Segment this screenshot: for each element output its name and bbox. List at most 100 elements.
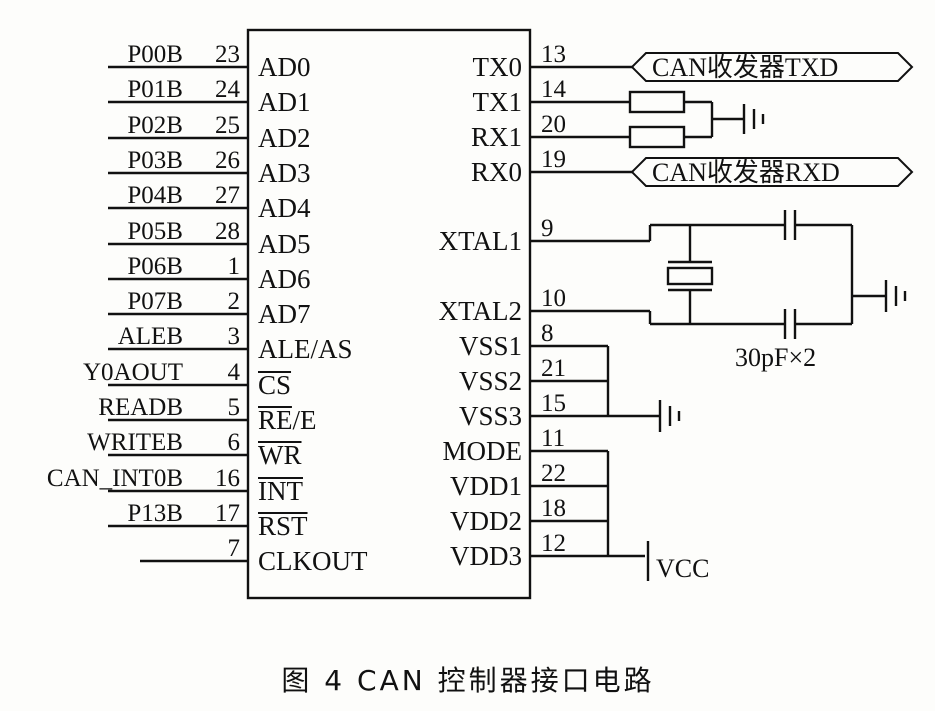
left-pin-signal: P00B bbox=[127, 41, 183, 68]
left-pin-signal: P06B bbox=[127, 253, 183, 280]
left-pin: AD1 24 P01B bbox=[108, 76, 311, 117]
right-pin: TX0 13 bbox=[473, 41, 582, 82]
left-pin-signal: WRITEB bbox=[87, 429, 183, 456]
right-pin: RX1 20 bbox=[471, 111, 582, 152]
right-pin-number: 14 bbox=[541, 76, 567, 103]
left-pin: AD0 23 P00B bbox=[108, 41, 311, 82]
txd-flag-label: CAN收发器TXD bbox=[652, 53, 838, 82]
right-pin-label: TX1 bbox=[473, 87, 523, 117]
rxd-flag-label: CAN收发器RXD bbox=[652, 158, 840, 187]
right-pin-number: 8 bbox=[541, 320, 554, 347]
left-pin-number: 28 bbox=[215, 218, 240, 245]
right-pin-label: TX0 bbox=[473, 52, 523, 82]
ground-symbol-vss bbox=[658, 400, 681, 432]
crystal-symbol bbox=[666, 225, 714, 324]
left-pin-number: 26 bbox=[215, 147, 240, 174]
left-pin-signal: READB bbox=[98, 394, 183, 421]
right-pin-label: VDD2 bbox=[450, 506, 522, 536]
left-pin-label: CLKOUT bbox=[258, 546, 368, 576]
right-pin: XTAL1 9 bbox=[439, 215, 582, 256]
right-pin-label: VSS2 bbox=[459, 366, 522, 396]
right-pin: MODE 11 bbox=[443, 425, 582, 466]
left-pin-signal: P01B bbox=[127, 76, 183, 103]
right-pin-number: 9 bbox=[541, 215, 554, 242]
left-pin-label: AD4 bbox=[258, 193, 311, 223]
left-pin-number: 5 bbox=[228, 394, 241, 421]
right-pin-number: 11 bbox=[541, 425, 565, 452]
left-pin-label: CS bbox=[258, 370, 291, 400]
right-pin-number: 12 bbox=[541, 530, 566, 557]
left-pin-group: AD023P00BAD124P01BAD225P02BAD326P03BAD42… bbox=[47, 41, 368, 576]
right-pin-number: 10 bbox=[541, 285, 566, 312]
left-pin-signal: CAN_INT0B bbox=[47, 465, 183, 492]
left-pin-label: AD0 bbox=[258, 52, 311, 82]
left-pin-label: RE/E bbox=[258, 405, 317, 435]
tx1-rx1-resistor-network bbox=[582, 90, 765, 149]
left-pin-signal: P07B bbox=[127, 288, 183, 315]
rxd-flag: CAN收发器RXD bbox=[582, 157, 914, 187]
ground-symbol-resistors bbox=[742, 104, 765, 134]
left-pin: RE/E 5 READB bbox=[98, 394, 316, 435]
left-pin-label: RST bbox=[258, 511, 308, 541]
ground-symbol-crystal bbox=[884, 280, 907, 312]
left-pin-label: INT bbox=[258, 476, 303, 506]
left-pin-signal: P02B bbox=[127, 112, 183, 139]
right-pin-number: 13 bbox=[541, 41, 566, 68]
left-pin-number: 4 bbox=[228, 359, 241, 386]
left-pin-signal: ALEB bbox=[118, 323, 183, 350]
left-pin: CS 4 Y0AOUT bbox=[83, 359, 291, 400]
left-pin-label: AD2 bbox=[258, 123, 311, 153]
left-pin-number: 27 bbox=[215, 182, 240, 209]
capacitor-note: 30pF×2 bbox=[735, 343, 816, 372]
vss-ground-bus bbox=[582, 344, 681, 432]
right-pin-label: MODE bbox=[443, 436, 523, 466]
left-pin: ALE/AS 3 ALEB bbox=[108, 323, 353, 364]
left-pin: AD3 26 P03B bbox=[108, 147, 311, 188]
left-pin-number: 7 bbox=[228, 535, 241, 562]
right-pin: VDD2 18 bbox=[450, 495, 582, 536]
right-pin-number: 18 bbox=[541, 495, 566, 522]
left-pin-label: AD5 bbox=[258, 229, 311, 259]
left-pin-signal: P05B bbox=[127, 218, 183, 245]
left-pin-number: 24 bbox=[215, 76, 241, 103]
left-pin-number: 1 bbox=[228, 253, 241, 280]
right-pin-label: VSS1 bbox=[459, 331, 522, 361]
left-pin-label: AD7 bbox=[258, 299, 311, 329]
left-pin-label: AD1 bbox=[258, 87, 311, 117]
left-pin-label: AD3 bbox=[258, 158, 311, 188]
figure-caption: 图 4 CAN 控制器接口电路 bbox=[281, 664, 654, 697]
right-pin-number: 19 bbox=[541, 146, 566, 173]
rx1-resistor bbox=[628, 125, 686, 149]
left-pin-number: 3 bbox=[228, 323, 241, 350]
tx1-resistor bbox=[628, 90, 686, 114]
right-pin-label: XTAL1 bbox=[439, 226, 522, 256]
right-pin-number: 20 bbox=[541, 111, 566, 138]
left-pin-number: 23 bbox=[215, 41, 240, 68]
left-pin-label: ALE/AS bbox=[258, 334, 353, 364]
left-pin-signal: Y0AOUT bbox=[83, 359, 183, 386]
capacitor-c2 bbox=[783, 309, 797, 339]
right-pin-label: RX1 bbox=[471, 122, 522, 152]
right-pin-number: 22 bbox=[541, 460, 566, 487]
right-pin: VSS1 8 bbox=[459, 320, 582, 361]
right-pin-label: VSS3 bbox=[459, 401, 522, 431]
left-pin: AD5 28 P05B bbox=[108, 218, 311, 259]
crystal-circuit: 30pF×2 bbox=[582, 210, 907, 372]
left-pin-signal: P03B bbox=[127, 147, 183, 174]
right-pin: VSS3 15 bbox=[459, 390, 582, 431]
right-pin-number: 15 bbox=[541, 390, 566, 417]
left-pin-label: WR bbox=[258, 440, 302, 470]
